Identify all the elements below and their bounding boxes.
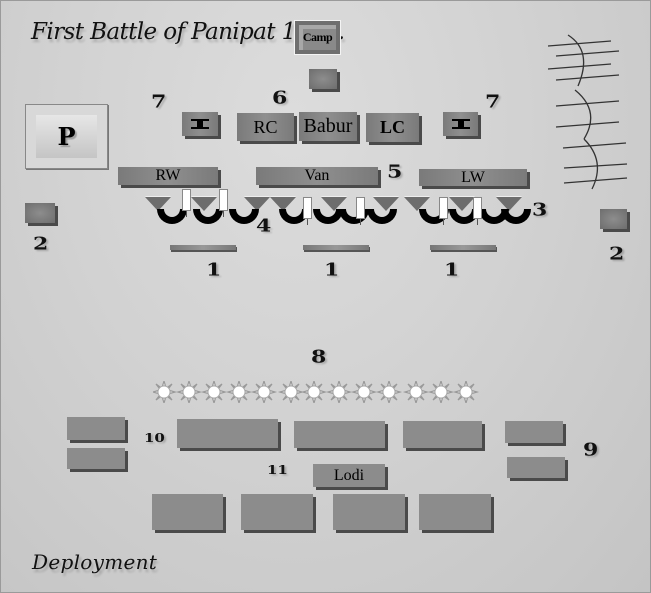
crescent-cavalry-icon [367,209,397,224]
crescent-cavalry-icon [501,209,531,224]
marker-7-right: 7 [485,91,501,113]
triangle-wedge-icon [373,197,399,211]
wing-van[interactable]: Van [256,167,378,185]
triangle-wedge-icon [449,197,475,211]
marker-5: 5 [387,161,403,183]
wing-lw[interactable]: LW [419,169,527,186]
cart-icon [182,189,191,217]
lodi-left-flank-unit-1[interactable] [505,421,563,443]
cart-icon [303,197,312,225]
unit-lodi[interactable]: Lodi [313,464,385,487]
reserve-unit[interactable] [309,69,337,89]
wing-rw[interactable]: RW [118,167,218,185]
lodi-rear-unit-3[interactable] [333,494,405,530]
marker-7-left: 7 [151,91,167,113]
diagram-title: First Battle of Panipat 1526. [31,19,345,45]
lodi-right-flank-unit-1[interactable] [67,417,125,440]
footer-caption: Deployment [32,550,158,574]
marker-1-a: 1 [206,259,222,281]
triangle-wedge-icon [496,197,522,211]
cart-icon [473,197,482,225]
sun-elephant-icon [152,380,478,404]
triangle-wedge-icon [244,197,270,211]
lodi-right-flank-unit-2[interactable] [67,448,125,469]
flank-unit-right[interactable] [443,112,478,136]
unit-rc[interactable]: RC [237,113,294,141]
cart-icon [356,197,365,225]
skirmish-unit-left[interactable] [25,203,55,223]
crescent-cavalry-icon [339,209,369,224]
crescent-cavalry-icon [157,209,187,224]
trench-barrier-icon [547,34,628,190]
triangle-wedge-icon [321,197,347,211]
marker-3: 3 [532,199,548,221]
lodi-rear-unit-1[interactable] [152,494,223,530]
triangle-wedge-icon [145,197,171,211]
lodi-vanguard-unit-2[interactable] [294,421,385,448]
front-unit-1-center[interactable] [303,245,369,250]
skirmish-unit-right[interactable] [600,209,627,229]
marker-2-right: 2 [609,243,625,265]
triangle-wedge-icon [270,197,296,211]
lodi-vanguard-unit-3[interactable] [403,421,482,448]
marker-6: 6 [272,87,288,109]
marker-1-b: 1 [324,259,340,281]
cart-icon [439,197,448,225]
lodi-rear-unit-4[interactable] [419,494,491,530]
marker-10: 10 [144,430,165,446]
camp-button[interactable]: Camp [294,20,341,55]
p-button[interactable]: P [25,104,108,169]
front-unit-1-right[interactable] [170,245,236,250]
marker-8: 8 [311,346,327,368]
crescent-cavalry-icon [229,209,259,224]
lodi-vanguard-unit-1[interactable] [177,419,278,448]
crescent-cavalry-icon [313,209,343,224]
i-beam-icon [191,119,209,129]
marker-11: 11 [267,462,288,478]
crescent-cavalry-icon [193,209,223,224]
i-beam-icon [451,119,470,129]
elephant-line [152,380,483,404]
marker-9: 9 [583,439,599,461]
unit-babur[interactable]: Babur [299,112,357,141]
triangle-wedge-icon [191,197,217,211]
unit-lc[interactable]: LC [366,113,419,142]
marker-2-left: 2 [33,233,49,255]
cart-icon [219,189,228,217]
marker-4: 4 [256,215,272,237]
lodi-rear-unit-2[interactable] [241,494,313,530]
triangle-wedge-icon [404,197,430,211]
marker-1-c: 1 [444,259,460,281]
front-unit-1-left[interactable] [430,245,496,250]
lodi-left-flank-unit-2[interactable] [507,457,565,478]
flank-unit-left[interactable] [182,112,218,136]
